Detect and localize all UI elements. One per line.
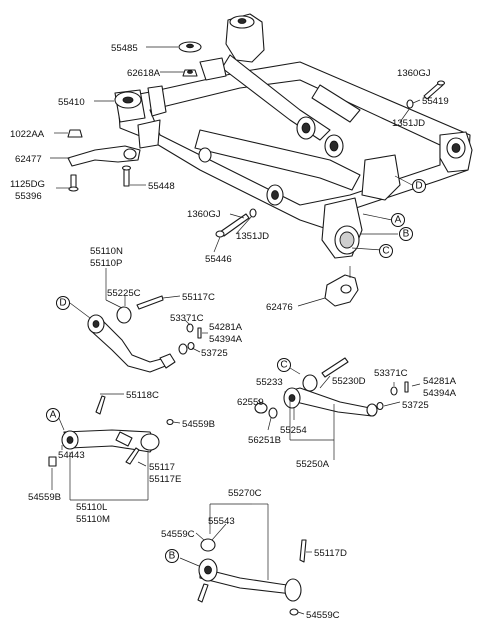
- label-62618A: 62618A: [127, 68, 161, 79]
- label-55250A: 55250A: [296, 459, 330, 470]
- part-number-labels: 55485 62618A 55410 1022AA 62477 1125DG 5…: [10, 43, 457, 621]
- label-54559C-bot: 54559C: [306, 610, 340, 621]
- label-53371C-left: 53371C: [170, 313, 204, 324]
- mount-nut-62618A: [182, 69, 198, 77]
- label-55543: 55543: [208, 516, 235, 527]
- label-1022AA: 1022AA: [10, 129, 45, 140]
- label-55117C: 55117C: [182, 292, 215, 303]
- callout-D-arm: D: [56, 296, 70, 310]
- label-1351JD-top: 1351JD: [392, 118, 425, 129]
- label-54281A-left: 54281A: [209, 322, 243, 333]
- upper-arm-assembly-D: [87, 295, 202, 373]
- callout-C-frame: C: [379, 244, 393, 258]
- label-55254: 55254: [280, 425, 307, 436]
- nut-1022AA: [67, 129, 83, 138]
- label-55110P: 55110P: [90, 258, 122, 269]
- label-54394A-left: 54394A: [209, 334, 243, 345]
- callout-B-frame-text: B: [403, 229, 410, 240]
- trailing-bracket-62477: [67, 145, 141, 167]
- callout-C-frame-text: C: [382, 246, 389, 257]
- callout-B-arm-text: B: [169, 551, 176, 562]
- label-54559B-bot: 54559B: [28, 492, 61, 503]
- label-55230D: 55230D: [332, 376, 366, 387]
- callout-D-arm-text: D: [59, 298, 66, 309]
- label-54394A-right: 54394A: [423, 388, 457, 399]
- label-62477: 62477: [15, 154, 42, 165]
- label-55270C: 55270C: [228, 488, 262, 499]
- label-55118C: 55118C: [126, 390, 159, 401]
- label-55233: 55233: [256, 377, 283, 388]
- trailing-bracket-62476: [324, 274, 359, 307]
- rear-subframe: [114, 13, 473, 259]
- label-55110M: 55110M: [76, 514, 110, 525]
- trailing-arm-assembly-B: [197, 538, 307, 616]
- label-53725-right: 53725: [402, 400, 429, 411]
- label-55117D: 55117D: [314, 548, 347, 559]
- label-55225C: 55225C: [107, 288, 141, 299]
- label-54443: 54443: [58, 450, 85, 461]
- label-55117E: 55117E: [149, 474, 181, 485]
- label-53371C-right: 53371C: [374, 368, 408, 379]
- label-55117: 55117: [149, 462, 175, 473]
- label-55419: 55419: [422, 96, 449, 107]
- label-55396: 55396: [15, 191, 42, 202]
- label-55485: 55485: [111, 43, 138, 54]
- lower-arm-assembly-C: [254, 357, 409, 419]
- label-55110N: 55110N: [90, 246, 123, 257]
- callout-A-arm-text: A: [50, 410, 57, 421]
- label-62476: 62476: [266, 302, 293, 313]
- callout-B-arm: B: [165, 549, 179, 563]
- label-54281A-right: 54281A: [423, 376, 457, 387]
- bolt-55448: [121, 165, 132, 187]
- callout-A-frame: A: [391, 213, 405, 227]
- label-1360GJ-top: 1360GJ: [397, 68, 431, 79]
- label-55110L: 55110L: [76, 502, 108, 513]
- callout-A-frame-text: A: [395, 215, 402, 226]
- callout-C-arm-text: C: [280, 360, 287, 371]
- leader-lines: [50, 46, 421, 615]
- label-55410: 55410: [58, 97, 85, 108]
- label-56251B: 56251B: [248, 435, 281, 446]
- label-62559: 62559: [237, 397, 264, 408]
- label-54559B-top: 54559B: [182, 419, 215, 430]
- bolt-55446: [215, 208, 257, 238]
- callout-C-arm: C: [277, 358, 291, 372]
- label-54559C-top: 54559C: [161, 529, 195, 540]
- callout-D-frame-text: D: [415, 181, 422, 192]
- label-1360GJ-mid: 1360GJ: [187, 209, 221, 220]
- lower-arm-assembly-A: [48, 395, 174, 467]
- label-1351JD-mid: 1351JD: [236, 231, 269, 242]
- label-55448: 55448: [148, 181, 175, 192]
- callout-A-arm: A: [46, 408, 60, 422]
- label-1125DG: 1125DG: [10, 179, 45, 190]
- upper-mount-insulator: [178, 41, 202, 53]
- label-55446: 55446: [205, 254, 232, 265]
- bolt-1125DG: [68, 174, 79, 192]
- label-53725-left: 53725: [201, 348, 228, 359]
- callout-B-frame: B: [399, 227, 413, 241]
- callout-D-frame: D: [412, 179, 426, 193]
